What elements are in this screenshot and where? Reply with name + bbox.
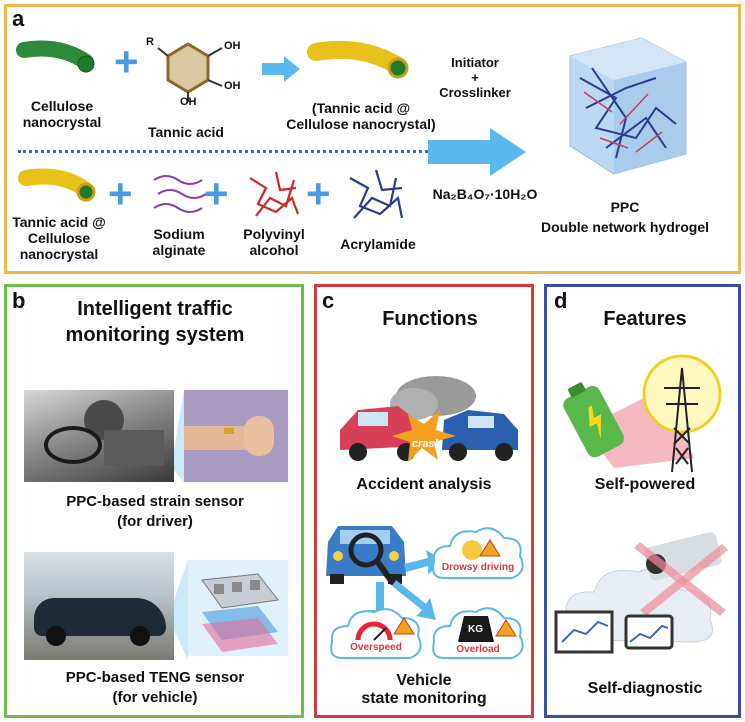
accident-analysis-label: Accident analysis: [356, 476, 492, 493]
panel-c-letter: c: [322, 288, 335, 313]
zoom-projection-2: [174, 560, 188, 660]
polyvinyl-alcohol-icon: [249, 171, 300, 217]
tannic-acid-structure-icon: [157, 42, 223, 102]
panel-d-letter: d: [554, 288, 568, 313]
ta-cnc-2-label: Tannic acid @ Cellulose nanocrystal: [12, 214, 106, 263]
overspeed-label: Overspeed: [350, 642, 402, 653]
ppc-title: PPC Double network hydrogel: [540, 199, 709, 235]
big-arrow-icon: [428, 128, 526, 176]
panel-d: [544, 284, 741, 718]
oh-top-label: OH: [224, 40, 241, 52]
zoom-projection-1: [174, 390, 184, 482]
self-diagnostic-illustration: [554, 532, 728, 654]
sodium-alginate-label: Sodium alginate: [152, 226, 206, 259]
ta-cnc-product-label: (Tannic acid @ Cellulose nanocrystal): [286, 100, 436, 133]
ta-cnc-rod-2-icon: [18, 168, 96, 202]
tannic-acid-label: Tannic acid: [148, 124, 224, 140]
cellulose-nanocrystal-label: Cellulose nanocrystal: [22, 98, 102, 131]
r-group-label: R: [146, 36, 154, 48]
panel-b-title: Intelligent traffic monitoring system: [65, 298, 245, 346]
overload-label: Overload: [456, 644, 500, 655]
self-powered-label: Self-powered: [594, 476, 696, 493]
car-photo: [24, 552, 174, 660]
hydrogel-cube-icon: [569, 37, 687, 175]
vehicle-state-monitoring-label: Vehicle state monitoring: [361, 672, 487, 708]
panel-c-title: Functions: [382, 308, 478, 330]
panel-b-letter: b: [12, 288, 26, 313]
panel-c: [314, 284, 534, 718]
plus-sign-1: +: [114, 38, 139, 85]
drowsy-driving-label: Drowsy driving: [441, 562, 515, 573]
plus-sign-2: +: [108, 170, 133, 217]
acrylamide-icon: [349, 169, 404, 219]
panel-a-letter: a: [12, 6, 25, 31]
ta-cnc-rod-icon: [307, 40, 409, 79]
drowsy-cloud: [432, 527, 524, 579]
crash-illustration: [340, 376, 518, 462]
initiator-crosslinker-label: Initiator + Crosslinker: [439, 55, 511, 100]
teng-device-diagram: [188, 560, 288, 656]
plus-sign-3: +: [204, 170, 229, 217]
wrist-sensor-photo: [184, 390, 288, 482]
plus-sign-4: +: [306, 170, 331, 217]
acrylamide-label: Acrylamide: [340, 236, 416, 252]
borax-label: Na₂B₄O₇·10H₂O: [432, 186, 538, 202]
self-diagnostic-label: Self-diagnostic: [587, 680, 703, 697]
teng-sensor-caption: PPC-based TENG sensor (for vehicle): [65, 669, 245, 707]
oh-right-label: OH: [224, 80, 241, 92]
panel-d-title: Features: [603, 308, 687, 330]
overload-cloud: [432, 607, 524, 659]
dotted-separator: [18, 150, 428, 153]
sodium-alginate-icon: [153, 175, 207, 213]
oh-bottom-label: OH: [180, 96, 197, 108]
magnifier-icon: [348, 532, 395, 585]
crash-word: crash: [412, 438, 442, 450]
panel-b: [4, 284, 304, 718]
driver-photo: [24, 390, 174, 482]
reaction-arrow-icon: [262, 56, 300, 82]
overspeed-cloud: [330, 608, 422, 659]
panel-a: [4, 4, 741, 274]
cellulose-nanocrystal-icon: [16, 40, 95, 73]
strain-sensor-caption: PPC-based strain sensor (for driver): [66, 493, 244, 531]
kg-label: KG: [468, 624, 483, 635]
polyvinyl-alcohol-label: Polyvinyl alcohol: [243, 226, 305, 259]
self-powered-illustration: [563, 354, 722, 473]
